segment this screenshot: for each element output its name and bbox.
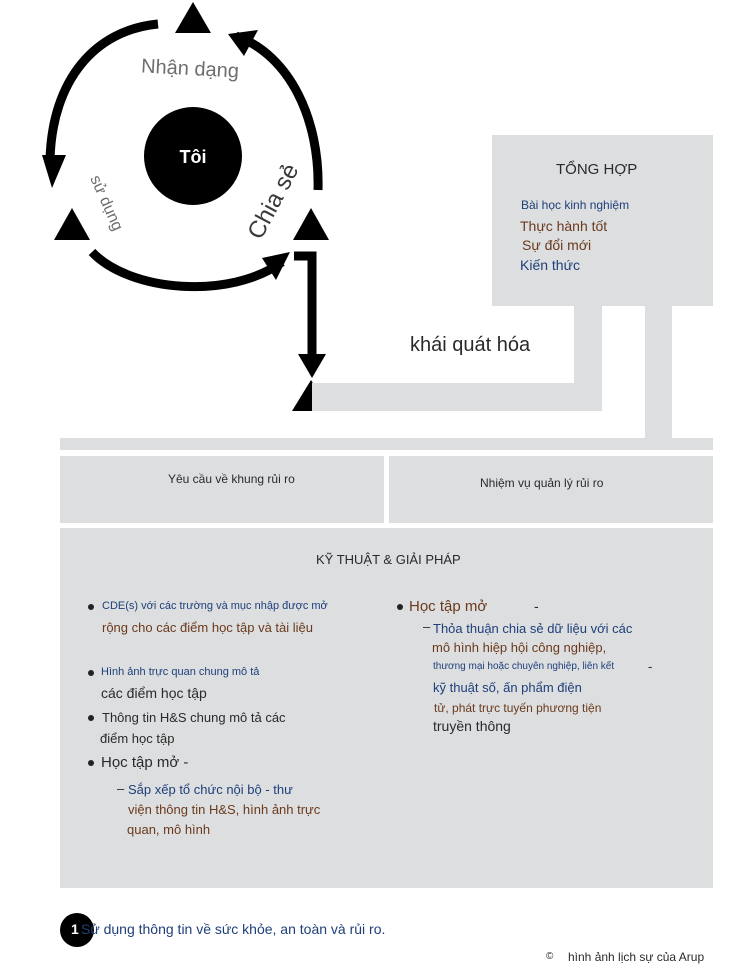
technique-item: rộng cho các điểm học tập và tài liệu — [102, 620, 314, 635]
dash-marker: - — [648, 659, 653, 674]
arc-bottom — [88, 248, 285, 292]
dash-marker: – — [117, 781, 125, 796]
technique-item: mô hình hiệp hội công nghiệp, — [432, 640, 607, 655]
technique-subitem: quan, mô hình — [127, 822, 211, 837]
synthesis-title: TỔNG HỢP — [556, 161, 638, 178]
footnote-text: Sử dụng thông tin về sức khỏe, an toàn v… — [81, 921, 386, 937]
generalize-label: khái quát hóa — [410, 334, 531, 356]
dash-marker: – — [423, 619, 431, 634]
connector-right-vertical — [645, 300, 672, 440]
center-label: Tôi — [180, 147, 207, 167]
synthesis-item: Sự đổi mới — [522, 237, 592, 253]
arrowhead-down — [298, 354, 326, 378]
triangle-top — [175, 2, 211, 33]
connector-long-bar — [60, 438, 713, 450]
technique-item: Thỏa thuận chia sẻ dữ liệu với các — [433, 621, 633, 636]
technique-item: Học tập mở — [409, 598, 488, 615]
bullet-dot — [397, 604, 403, 610]
technique-item: tử, phát trực tuyến phương tiện — [434, 701, 602, 715]
bullet-dot — [88, 715, 94, 721]
techniques-box — [60, 528, 713, 888]
left-label: sử dụng — [86, 173, 125, 234]
connector-left-vertical — [574, 300, 602, 411]
technique-item: Học tập mở - — [101, 754, 189, 771]
connector-horizontal — [312, 383, 602, 411]
footnote-badge — [60, 913, 94, 947]
synthesis-box — [492, 135, 713, 306]
bullet-dot — [88, 760, 94, 766]
arrowhead-bottom — [262, 252, 290, 280]
technique-subitem: Sắp xếp tổ chức nội bộ - thư — [128, 782, 293, 797]
synthesis-item: Thực hành tốt — [520, 218, 608, 234]
dash-marker: - — [534, 598, 539, 614]
synthesis-item: Kiến thức — [520, 257, 580, 273]
cycle-diagram: Tôi Nhận dạng sử dụng Chia sẻ — [42, 2, 330, 411]
connector-down — [294, 251, 317, 362]
technique-item: các điểm học tập — [101, 685, 207, 701]
technique-subitem: viện thông tin H&S, hình ảnh trực — [128, 802, 321, 817]
tasks-label: Nhiệm vụ quản lý rủi ro — [480, 476, 604, 490]
technique-item: điểm học tập — [100, 731, 175, 746]
technique-item: CDE(s) với các trường và mục nhập được m… — [102, 600, 328, 612]
top-label: Nhận dạng — [141, 55, 240, 82]
requirements-box — [60, 456, 384, 523]
arc-top-left — [45, 19, 159, 161]
requirements-label: Yêu cầu về khung rủi ro — [168, 472, 295, 486]
right-label: Chia sẻ — [242, 159, 304, 244]
footnote-number: 1 — [71, 921, 79, 937]
arrowhead-left — [42, 155, 66, 188]
center-circle — [144, 107, 242, 205]
tasks-box — [389, 456, 713, 523]
triangle-left — [54, 208, 90, 240]
credit-text: hình ảnh lịch sự của Arup — [568, 950, 705, 964]
copyright-icon: © — [546, 951, 554, 962]
technique-item: Hình ảnh trực quan chung mô tả — [101, 666, 260, 678]
bullet-dot — [88, 604, 94, 610]
bullet-dot — [88, 670, 94, 676]
technique-item: kỹ thuật số, ấn phẩm điện — [433, 680, 582, 695]
techniques-title: KỸ THUẬT & GIẢI PHÁP — [316, 552, 461, 567]
arc-top-right — [234, 31, 323, 191]
arrowhead-top-right — [228, 30, 258, 56]
technique-item: truyền thông — [433, 718, 511, 734]
synthesis-item: Bài học kinh nghiệm — [521, 198, 630, 212]
technique-item: Thông tin H&S chung mô tả các — [102, 710, 286, 725]
triangle-right — [293, 208, 329, 240]
technique-item: thương mại hoặc chuyên nghiệp, liên kết — [433, 661, 615, 672]
